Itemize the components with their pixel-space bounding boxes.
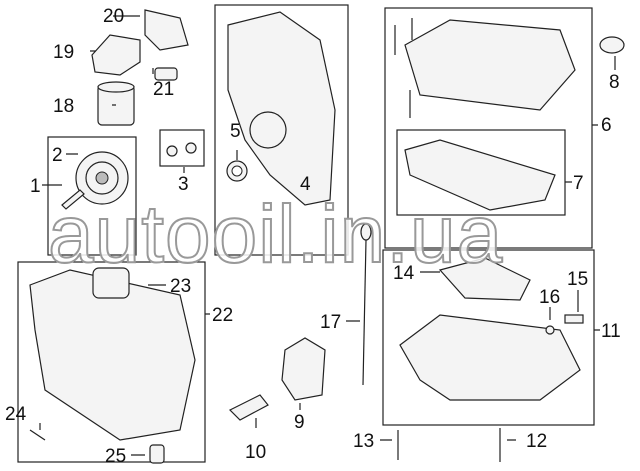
baffle-14-part	[438, 257, 531, 301]
valve-cover-box	[384, 7, 593, 249]
callout-18: 18	[53, 96, 74, 117]
mount-9-part	[281, 337, 326, 401]
callout-1: 1	[30, 176, 41, 197]
bolts-12-13-part	[397, 428, 501, 462]
bracket-10-part	[228, 394, 269, 421]
callout-2: 2	[52, 145, 63, 166]
callout-15: 15	[567, 269, 588, 290]
intake-manifold-box	[17, 261, 206, 463]
callout-20: 20	[103, 6, 124, 27]
leader-lines	[39, 15, 616, 456]
watermark: autooil.in.ua	[48, 189, 503, 280]
callout-24: 24	[5, 404, 27, 425]
valve-cover-gasket-part	[404, 139, 556, 211]
callout-14: 14	[393, 263, 415, 284]
callout-21: 21	[153, 79, 174, 100]
seal-group-box	[159, 129, 205, 167]
drain-plug-part	[545, 314, 584, 335]
callout-11: 11	[601, 321, 621, 342]
gasket-23-part	[92, 267, 130, 299]
callout-25: 25	[105, 446, 126, 467]
callout-12: 12	[526, 431, 547, 452]
callout-23: 23	[170, 276, 191, 297]
gasket-box	[396, 129, 566, 216]
callout-17: 17	[320, 312, 341, 333]
plug-25-part	[149, 444, 165, 464]
timing-cover-box	[214, 4, 349, 256]
sensor-21-part	[154, 67, 178, 81]
oil-filter-part	[97, 81, 135, 126]
callout-16: 16	[539, 287, 560, 308]
front-seal-5-part	[226, 160, 248, 182]
timing-cover-part	[227, 11, 336, 206]
dipstick-part	[360, 223, 372, 386]
bolt-24-part	[29, 429, 46, 441]
crank-pulley-part	[75, 151, 129, 205]
callout-3: 3	[178, 174, 189, 195]
gasket-20-part	[144, 9, 189, 51]
pulley-group-box	[47, 136, 137, 256]
callout-9: 9	[294, 412, 305, 433]
callout-19: 19	[53, 42, 74, 63]
callout-5: 5	[230, 121, 241, 142]
filter-housing-part	[91, 34, 141, 76]
oil-pan-part	[399, 314, 581, 401]
valve-cover-bolts-part	[394, 18, 413, 118]
callout-10: 10	[245, 442, 266, 463]
callout-7: 7	[573, 173, 584, 194]
callout-13: 13	[353, 431, 374, 452]
bolt-1-part	[61, 189, 85, 210]
valve-cover-part	[404, 19, 576, 111]
seal-rings-part	[166, 142, 197, 157]
oil-pan-box	[382, 249, 595, 426]
callout-4: 4	[300, 174, 311, 195]
callout-8: 8	[609, 72, 620, 93]
callout-22: 22	[212, 305, 233, 326]
oil-cap-part	[599, 36, 625, 54]
callout-6: 6	[601, 115, 612, 136]
